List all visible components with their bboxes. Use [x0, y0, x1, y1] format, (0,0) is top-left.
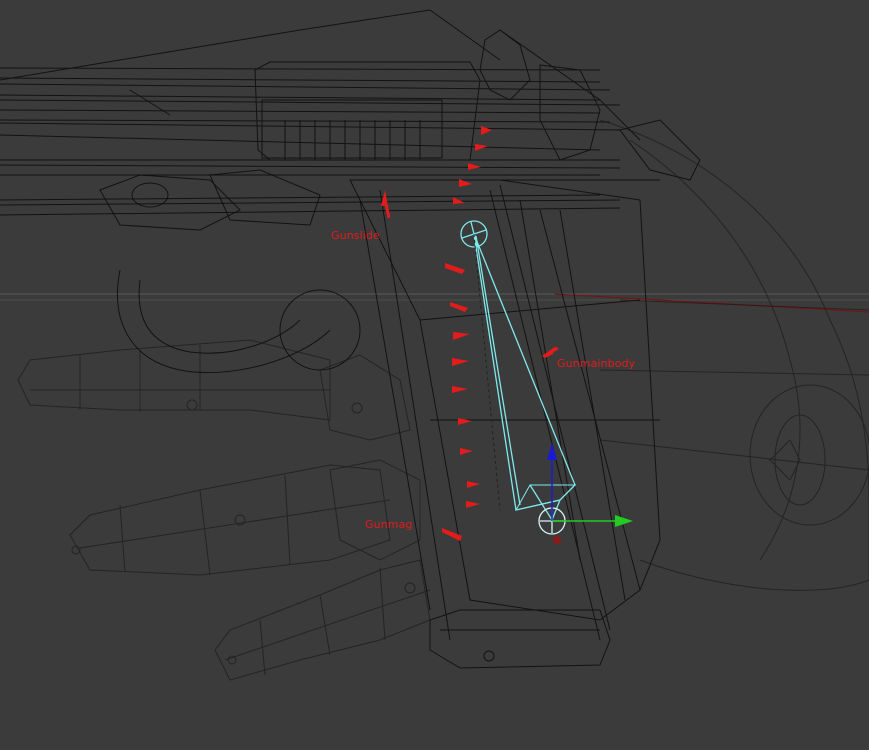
arrow-right-icon	[445, 263, 465, 274]
arrow-up-icon	[381, 190, 388, 206]
arrow-right-icon	[459, 179, 472, 187]
x-axis-arrow-icon	[615, 515, 633, 527]
transform-gizmo[interactable]	[547, 443, 633, 544]
arrow-right-icon	[460, 448, 473, 455]
arrow-right-icon	[467, 481, 480, 488]
gunmainbody-label: Gunmainbody	[557, 357, 636, 370]
pivot-point-icon	[553, 536, 561, 544]
bone[interactable]	[460, 220, 577, 535]
arrow-right-icon	[453, 197, 465, 204]
gunmainbody-mesh[interactable]	[99, 169, 661, 669]
arrow-right-icon	[481, 126, 492, 135]
arrow-right-icon	[458, 418, 472, 425]
arrow-right-icon	[466, 501, 480, 508]
gunmag-label: Gunmag	[365, 518, 413, 531]
gunslide-mesh[interactable]	[0, 9, 701, 216]
arrow-right-icon	[452, 358, 469, 366]
arrow-right-icon	[442, 528, 462, 541]
hand-mesh[interactable]	[17, 119, 869, 681]
annotation-arrows	[381, 126, 559, 541]
arrow-right-icon	[475, 144, 488, 151]
grid-horizon	[0, 293, 869, 313]
arrow-right-icon	[468, 163, 481, 170]
arrow-right-icon	[453, 332, 470, 340]
arrow-right-icon	[452, 386, 468, 393]
z-axis-arrow-icon	[547, 443, 557, 460]
arrow-right-icon	[450, 302, 468, 312]
gunslide-label: Gunslide	[331, 229, 380, 242]
